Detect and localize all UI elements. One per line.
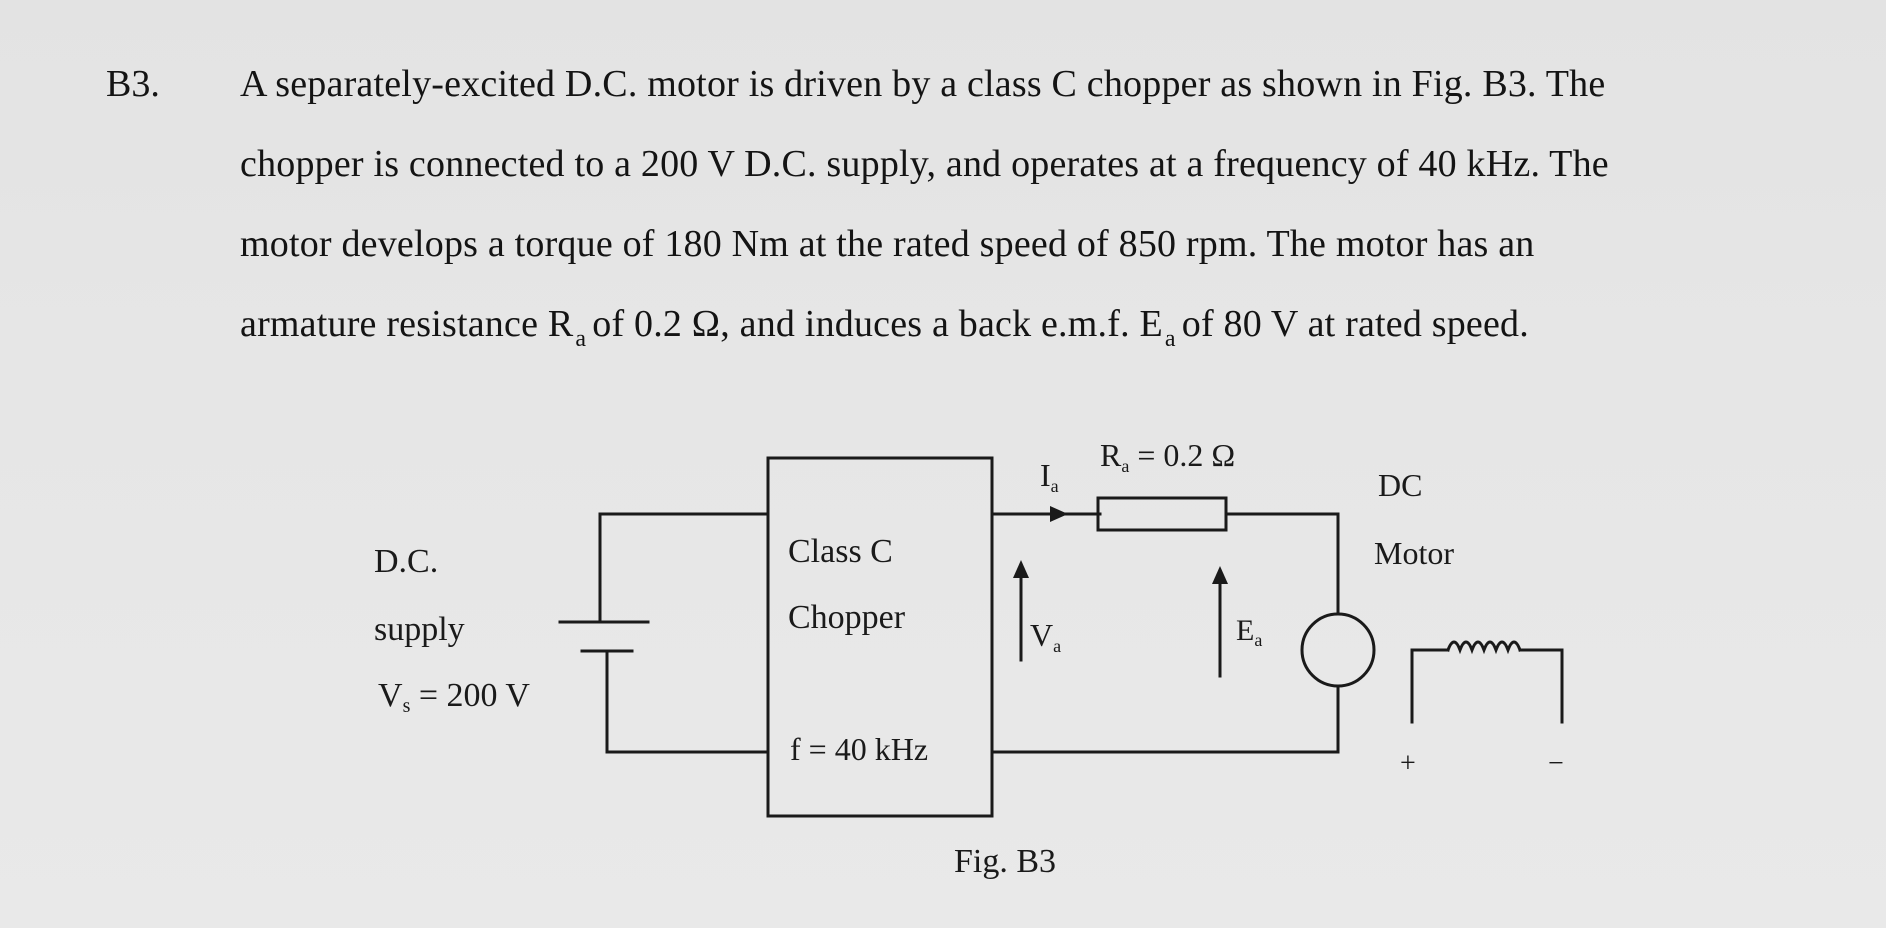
field-minus-label: − (1548, 748, 1564, 779)
supply-label-supply: supply (374, 611, 465, 648)
armature-resistor (1096, 496, 1228, 532)
va-arrow-icon (1013, 560, 1029, 578)
supply-label-voltage: Vs = 200 V (378, 677, 530, 717)
line4-part-c: of 80 V at rated speed. (1181, 303, 1529, 345)
question-number: B3. (106, 63, 160, 105)
va-label: Va (1030, 617, 1061, 656)
question-text-line-2: chopper is connected to a 200 V D.C. sup… (240, 143, 1609, 185)
line4-subscript-ra: a (575, 326, 587, 352)
wire-output-top-right (1224, 512, 1340, 616)
field-coil (1446, 640, 1522, 655)
chopper-box (766, 456, 994, 818)
motor-armature-circle (1300, 612, 1376, 688)
motor-label-motor: Motor (1374, 535, 1454, 571)
chopper-label-class: Class C (788, 533, 893, 570)
figure-caption: Fig. B3 (954, 843, 1056, 880)
supply-label-dc: D.C. (374, 543, 438, 580)
chopper-label-chopper: Chopper (788, 599, 906, 636)
line4-part-a: armature resistance R (240, 303, 574, 345)
resistor-label: Ra = 0.2 Ω (1100, 437, 1235, 476)
motor-label-dc: DC (1378, 467, 1422, 503)
question-text-line-3: motor develops a torque of 180 Nm at the… (240, 223, 1535, 265)
ea-label: Ea (1236, 614, 1262, 650)
chopper-frequency-label: f = 40 kHz (790, 731, 928, 767)
line4-part-b: of 0.2 Ω, and induces a back e.m.f. E (592, 303, 1163, 345)
question-text-line-1: A separately-excited D.C. motor is drive… (240, 63, 1606, 105)
line4-subscript-ea: a (1164, 326, 1176, 352)
wire-supply-left-bottom (605, 651, 770, 754)
current-label: Ia (1040, 457, 1059, 496)
field-lead-right (1518, 648, 1564, 724)
field-plus-label: + (1400, 748, 1416, 779)
ea-arrow-icon (1212, 566, 1228, 584)
current-arrow-icon (1050, 506, 1068, 522)
wire-output-bottom (990, 684, 1340, 754)
field-lead-left (1410, 648, 1450, 724)
